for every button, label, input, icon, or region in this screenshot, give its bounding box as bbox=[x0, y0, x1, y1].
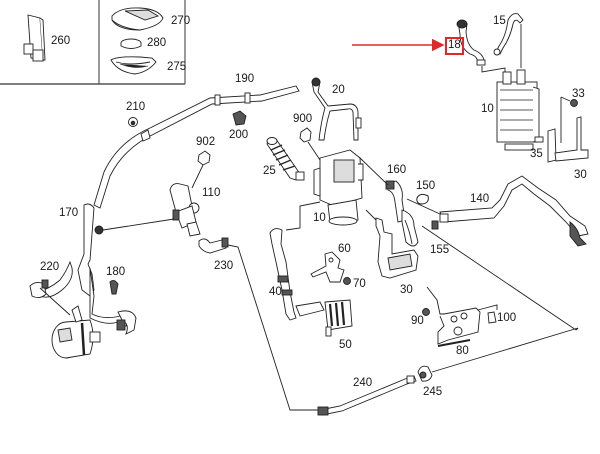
part-label-210[interactable]: 210 bbox=[126, 101, 146, 113]
hose-160-drawing bbox=[358, 156, 406, 223]
pipe-240-drawing bbox=[317, 375, 417, 416]
hose-40-drawing bbox=[269, 228, 297, 321]
part-label-200[interactable]: 200 bbox=[229, 129, 249, 141]
part-label-30-mid[interactable]: 30 bbox=[400, 284, 413, 296]
line-140-drawing bbox=[406, 175, 589, 247]
bolt-100-drawing bbox=[487, 311, 497, 324]
heater-unit-drawing bbox=[285, 149, 364, 231]
inset-frames bbox=[0, 0, 186, 85]
part-label-180[interactable]: 180 bbox=[106, 266, 126, 278]
hose-25-drawing bbox=[266, 137, 305, 181]
heat-exchanger-drawing bbox=[496, 69, 540, 151]
part-label-280[interactable]: 280 bbox=[147, 37, 167, 49]
part-label-10-heater[interactable]: 10 bbox=[313, 212, 326, 224]
bracket-60-drawing bbox=[310, 251, 345, 283]
part-label-33[interactable]: 33 bbox=[572, 88, 585, 100]
part-label-35[interactable]: 35 bbox=[530, 148, 543, 160]
part-label-220[interactable]: 220 bbox=[40, 261, 60, 273]
part-label-30-right[interactable]: 30 bbox=[574, 169, 587, 181]
nut-70-drawing bbox=[343, 277, 351, 285]
part-label-25[interactable]: 25 bbox=[263, 165, 276, 177]
water-pump-drawing bbox=[51, 305, 101, 359]
line-20-drawing bbox=[311, 77, 362, 141]
bracket-30-mid-drawing bbox=[365, 209, 419, 279]
part-label-70[interactable]: 70 bbox=[353, 278, 366, 290]
part-label-20[interactable]: 20 bbox=[332, 84, 345, 96]
part-label-260[interactable]: 260 bbox=[51, 35, 71, 47]
part-label-110[interactable]: 110 bbox=[202, 187, 221, 199]
part-label-50[interactable]: 50 bbox=[339, 339, 352, 351]
part-label-140[interactable]: 140 bbox=[470, 193, 490, 205]
part-label-60[interactable]: 60 bbox=[338, 243, 351, 255]
part-280-drawing bbox=[120, 38, 142, 49]
part-label-902[interactable]: 902 bbox=[196, 136, 216, 148]
part-label-15[interactable]: 15 bbox=[493, 15, 506, 27]
part-label-18[interactable]: 18 bbox=[445, 37, 464, 55]
part-label-275[interactable]: 275 bbox=[167, 61, 187, 73]
nut-90-drawing bbox=[422, 308, 430, 316]
grommet-245-drawing bbox=[417, 327, 579, 382]
part-label-40[interactable]: 40 bbox=[269, 286, 282, 298]
gasket-150-drawing bbox=[416, 193, 429, 205]
part-270-drawing bbox=[111, 7, 164, 31]
valve-110-drawing bbox=[169, 183, 201, 237]
part-275-drawing bbox=[110, 56, 157, 75]
clamp-180-drawing bbox=[109, 279, 119, 295]
part-label-170[interactable]: 170 bbox=[59, 207, 79, 219]
hose-18-drawing bbox=[456, 19, 506, 73]
part-label-160[interactable]: 160 bbox=[387, 164, 407, 176]
clip-200-drawing bbox=[232, 110, 247, 126]
part-label-155[interactable]: 155 bbox=[430, 244, 450, 256]
hose-155-drawing bbox=[401, 209, 577, 331]
part-label-240[interactable]: 240 bbox=[353, 377, 373, 389]
bracket-30-right-drawing bbox=[534, 96, 589, 163]
connector-902-drawing bbox=[191, 150, 211, 189]
part-label-80[interactable]: 80 bbox=[456, 345, 469, 357]
part-label-245[interactable]: 245 bbox=[423, 386, 443, 398]
part-label-900[interactable]: 900 bbox=[293, 113, 313, 125]
hose-230-drawing bbox=[198, 237, 320, 411]
pipe-190-drawing bbox=[93, 85, 300, 209]
part-label-230[interactable]: 230 bbox=[214, 260, 234, 272]
hose-220-drawing bbox=[29, 279, 71, 316]
part-label-150[interactable]: 150 bbox=[416, 180, 436, 192]
part-label-270[interactable]: 270 bbox=[171, 15, 191, 27]
bracket-80-drawing bbox=[426, 286, 498, 347]
part-label-100[interactable]: 100 bbox=[497, 312, 517, 324]
part-label-10-exchanger[interactable]: 10 bbox=[481, 103, 494, 115]
part-label-190[interactable]: 190 bbox=[235, 73, 255, 85]
connector-900-drawing bbox=[299, 127, 321, 161]
part-260-drawing bbox=[23, 14, 46, 62]
hose-15-drawing bbox=[493, 13, 524, 68]
part-label-90[interactable]: 90 bbox=[411, 315, 424, 327]
hose-170-drawing bbox=[35, 203, 175, 335]
grommet-210-drawing bbox=[128, 117, 138, 127]
filter-50-drawing bbox=[295, 299, 353, 337]
